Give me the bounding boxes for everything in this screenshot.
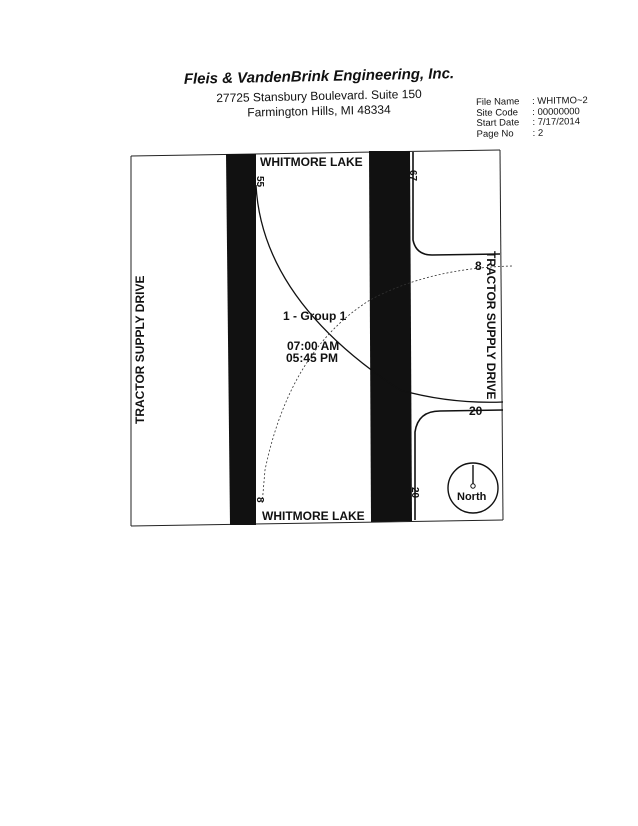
median-left — [226, 154, 256, 525]
count-label-right-bottom: 20 — [409, 487, 420, 499]
count-label-right-lower: 20 — [469, 404, 483, 418]
group-label: 1 - Group 1 — [283, 309, 347, 323]
count-label-right-upper: 8 — [475, 259, 482, 273]
count-label-right-top: 67 — [407, 170, 418, 182]
movement-arc-solid — [255, 184, 504, 403]
north-label: North — [457, 491, 487, 503]
curb-upper-right — [412, 152, 501, 256]
movement-arc-dashed — [261, 265, 513, 506]
count-label-left-bottom: 8 — [254, 497, 265, 503]
count-label-left-top: 55 — [254, 176, 265, 188]
road-label-left: TRACTOR SUPPLY DRIVE — [133, 276, 147, 424]
north-arrow-icon: North — [447, 462, 499, 514]
frame-right — [499, 149, 504, 521]
frame-top — [130, 149, 501, 157]
road-label-bottom: WHITMORE LAKE — [262, 509, 365, 523]
road-label-top: WHITMORE LAKE — [260, 155, 363, 169]
median-right — [369, 151, 412, 522]
road-label-right: TRACTOR SUPPLY DRIVE — [484, 251, 498, 399]
time-am: 07:00 AM — [287, 339, 339, 353]
time-pm: 05:45 PM — [286, 351, 338, 365]
frame-bottom — [130, 519, 504, 527]
curb-lower-right — [414, 409, 504, 520]
